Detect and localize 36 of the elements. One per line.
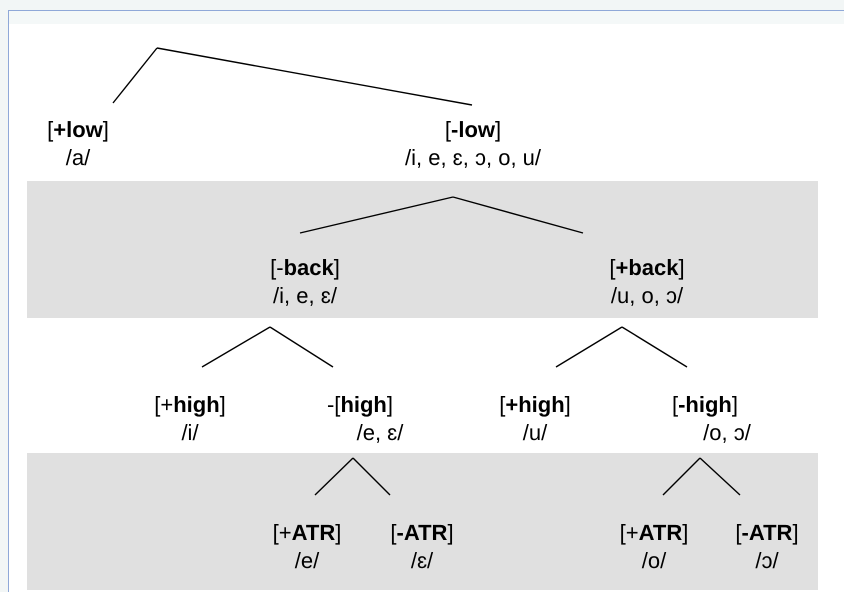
feature-label: [+high] <box>499 391 571 419</box>
phoneme-set: /e/ <box>294 547 320 575</box>
feature-label: [+ATR] <box>272 519 342 547</box>
tree-branch <box>112 48 158 104</box>
feature-label: -[high] <box>326 391 393 419</box>
feature-label: [+high] <box>154 391 226 419</box>
tree-branch <box>300 196 454 234</box>
phoneme-set: /o, ɔ/ <box>703 419 751 447</box>
tree-branch <box>202 326 270 368</box>
tree-branch <box>662 458 700 496</box>
feature-label: [+low] <box>47 116 109 144</box>
tree-branch <box>352 458 390 496</box>
phoneme-set: /i, e, ɛ/ <box>273 282 337 310</box>
feature-label: [+back] <box>609 254 685 282</box>
tree-branch <box>700 457 740 496</box>
tree-branch <box>270 326 334 368</box>
phoneme-set: /u, o, ɔ/ <box>610 282 684 310</box>
feature-label: [-ATR] <box>390 519 454 547</box>
phoneme-set: /i, e, ɛ, ɔ, o, u/ <box>404 144 542 172</box>
phoneme-set: /i/ <box>181 419 199 447</box>
phoneme-set: /e, ɛ/ <box>356 419 404 447</box>
feature-label: [+ATR] <box>620 519 688 547</box>
feature-label: [-ATR] <box>735 519 799 547</box>
feature-label: [-low] <box>444 116 502 144</box>
phoneme-set: /ɛ/ <box>410 547 434 575</box>
tree-branch <box>452 196 584 234</box>
feature-label: [-high] <box>672 391 738 419</box>
phoneme-set: /a/ <box>66 144 90 172</box>
tree-branch <box>314 458 354 496</box>
tree-branch <box>156 47 472 106</box>
tree-branch <box>622 326 688 368</box>
phoneme-set: /ɔ/ <box>755 547 779 575</box>
tree-branch <box>556 326 622 368</box>
phoneme-set: /u/ <box>522 419 548 447</box>
phoneme-set: /o/ <box>642 547 666 575</box>
feature-label: [-back] <box>270 254 340 282</box>
